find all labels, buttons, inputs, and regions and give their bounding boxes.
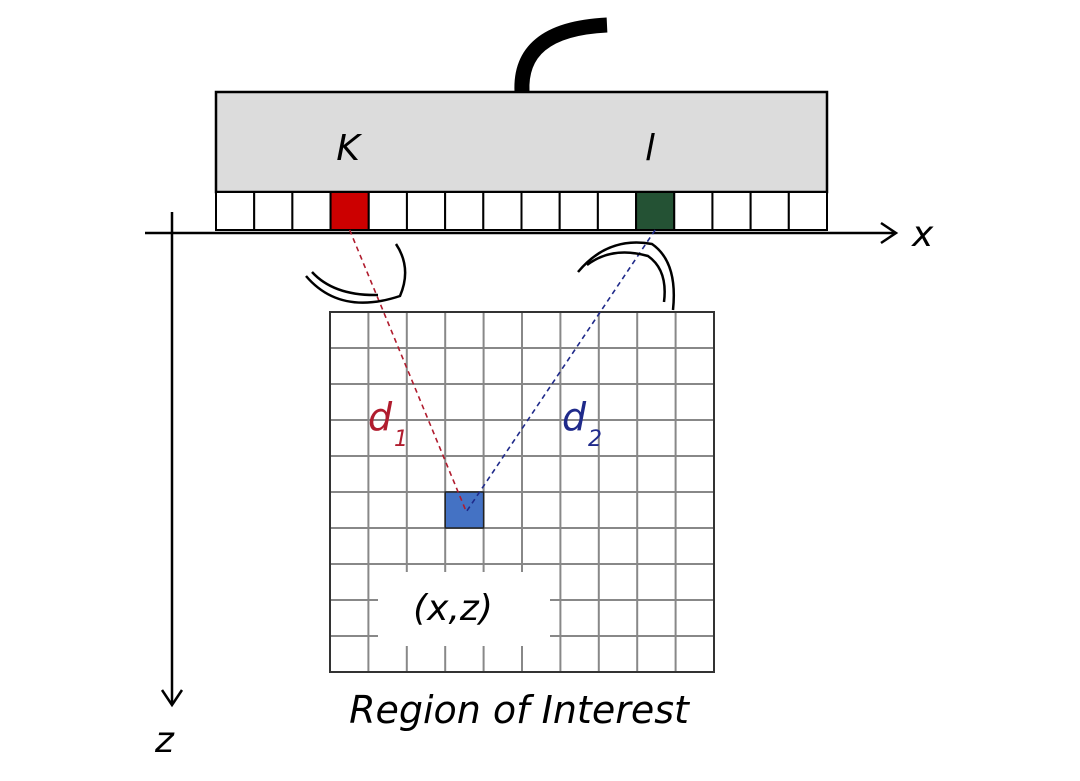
- transducer-element-l: [635, 191, 676, 231]
- region-of-interest-grid: [329, 311, 715, 673]
- wave-arc-left-outer: [305, 243, 407, 304]
- transducer-element: [558, 191, 599, 231]
- transducer-element: [367, 191, 408, 231]
- distance-d1-label: d: [368, 395, 393, 439]
- transducer-element: [787, 191, 828, 231]
- z-axis-label: z: [154, 720, 175, 761]
- distance-d1-subscript: 1: [394, 427, 408, 452]
- transducer-element: [673, 191, 714, 231]
- region-of-interest-caption: Region of Interest: [349, 688, 691, 732]
- wave-arc-left-inner: [311, 271, 379, 297]
- wave-arc-right-inner: [586, 251, 666, 303]
- distance-d2-label: d: [562, 395, 587, 439]
- region-of-interest-border: [329, 311, 715, 673]
- x-axis-arrowhead: [880, 221, 899, 245]
- transducer-element: [405, 191, 447, 231]
- pixel-coordinate-label: (x,z): [413, 588, 493, 629]
- transducer-element: [215, 191, 256, 231]
- path-d1: [348, 229, 468, 513]
- transducer-element: [711, 191, 752, 231]
- transducer-element-array: [215, 191, 828, 231]
- transducer-element: [596, 191, 638, 231]
- z-axis-arrowhead: [160, 689, 184, 708]
- distance-d2-subscript: 2: [588, 427, 602, 452]
- path-d2: [465, 229, 656, 513]
- transducer-element: [253, 191, 294, 231]
- element-l-label: l: [645, 128, 655, 169]
- transducer-element: [749, 191, 790, 231]
- target-pixel: [444, 491, 485, 529]
- transducer-element-k: [329, 191, 370, 231]
- transducer-housing: [214, 90, 829, 194]
- x-axis-label: x: [911, 214, 934, 255]
- wave-arc-right-outer: [577, 241, 675, 311]
- transducer-cable: [514, 17, 608, 93]
- transducer-element: [520, 191, 561, 231]
- transducer-element: [482, 191, 523, 231]
- element-k-label: K: [336, 128, 362, 169]
- transducer-element: [291, 191, 332, 231]
- coordinate-label-background: [378, 572, 550, 646]
- transducer-element: [444, 191, 485, 231]
